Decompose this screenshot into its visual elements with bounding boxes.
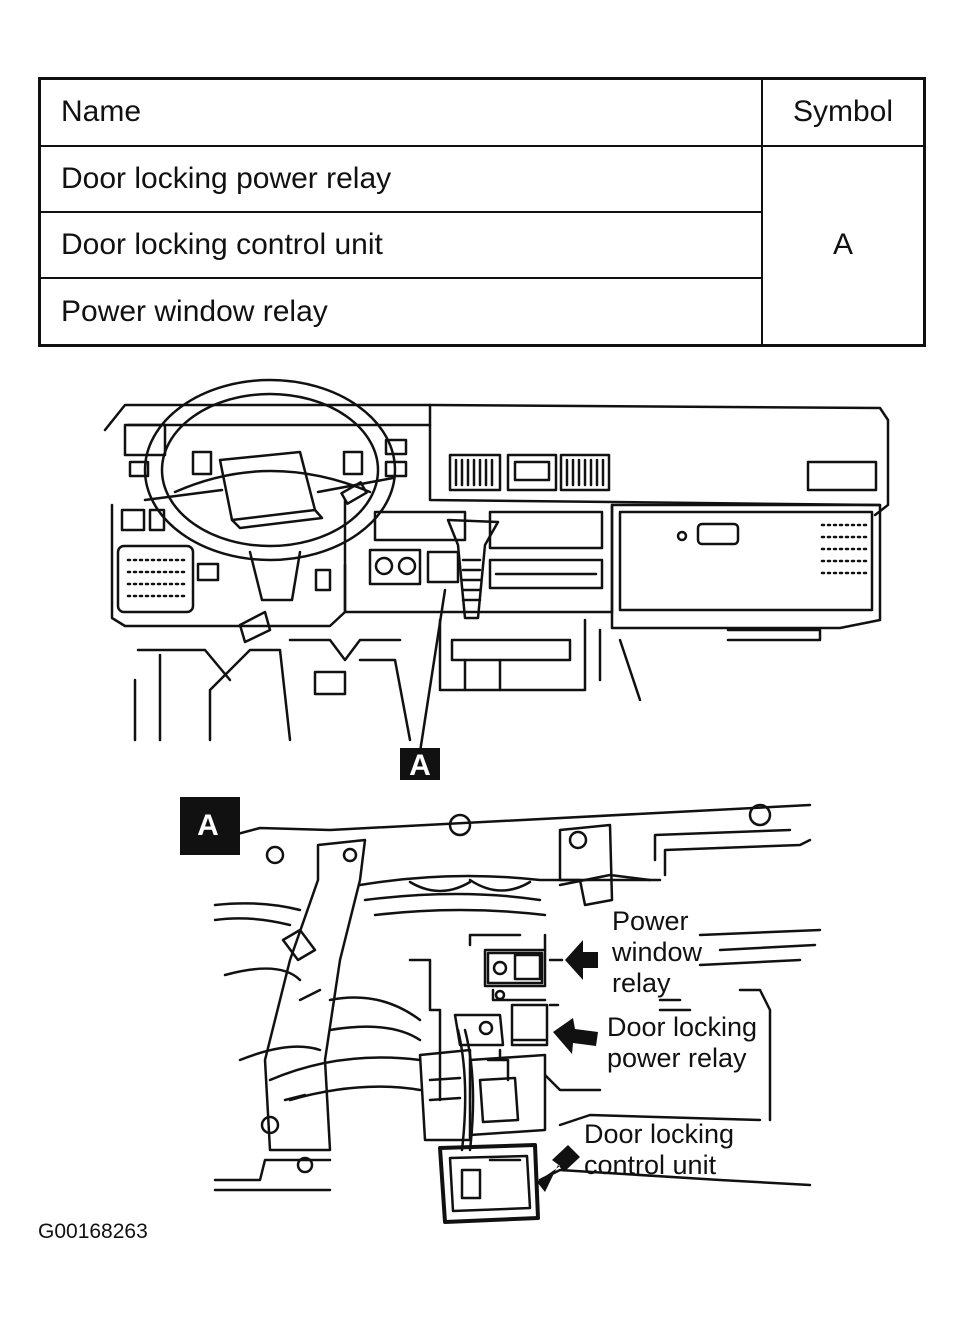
arrow-door-locking-power-relay — [553, 1018, 598, 1054]
callout-badge-letter: A — [409, 749, 431, 782]
table-header-row: Name Symbol — [38, 77, 926, 147]
callout-badge-a — [400, 748, 440, 780]
table-row: Door locking power relay A — [38, 144, 926, 347]
label-line: Door locking — [607, 1012, 757, 1042]
label-line: power relay — [607, 1043, 747, 1073]
row-name: Door locking power relay — [38, 144, 763, 213]
detail-badge-letter: A — [197, 809, 219, 842]
detail-view-illustration — [213, 803, 822, 1224]
header-name: Name — [38, 77, 763, 147]
label-door-locking-power-relay: Door locking power relay — [607, 1012, 757, 1073]
label-door-locking-control-unit: Door locking control unit — [584, 1119, 734, 1180]
dashboard-diagram: A A Power window relay Door locking powe… — [103, 378, 890, 1224]
dashboard-illustration — [103, 378, 890, 754]
label-line: window — [611, 937, 703, 967]
label-power-window-relay: Power window relay — [611, 906, 703, 998]
row-name: Door locking control unit — [38, 210, 763, 280]
label-line: relay — [612, 968, 671, 998]
header-symbol: Symbol — [761, 77, 926, 147]
arrow-door-locking-control-unit — [537, 1145, 580, 1192]
table-row: Door locking control unit — [38, 210, 925, 280]
label-line: Power — [612, 906, 689, 936]
figure-code: G00168263 — [38, 1220, 148, 1243]
row-name: Power window relay — [38, 277, 763, 347]
detail-badge-a — [180, 797, 240, 855]
table-row: Power window relay — [38, 277, 925, 347]
parts-table: Name Symbol Door locking power relay A D… — [38, 77, 926, 347]
row-symbol: A — [761, 144, 926, 347]
label-line: Door locking — [584, 1119, 734, 1149]
arrow-power-window-relay — [565, 940, 598, 980]
label-line: control unit — [584, 1150, 717, 1180]
